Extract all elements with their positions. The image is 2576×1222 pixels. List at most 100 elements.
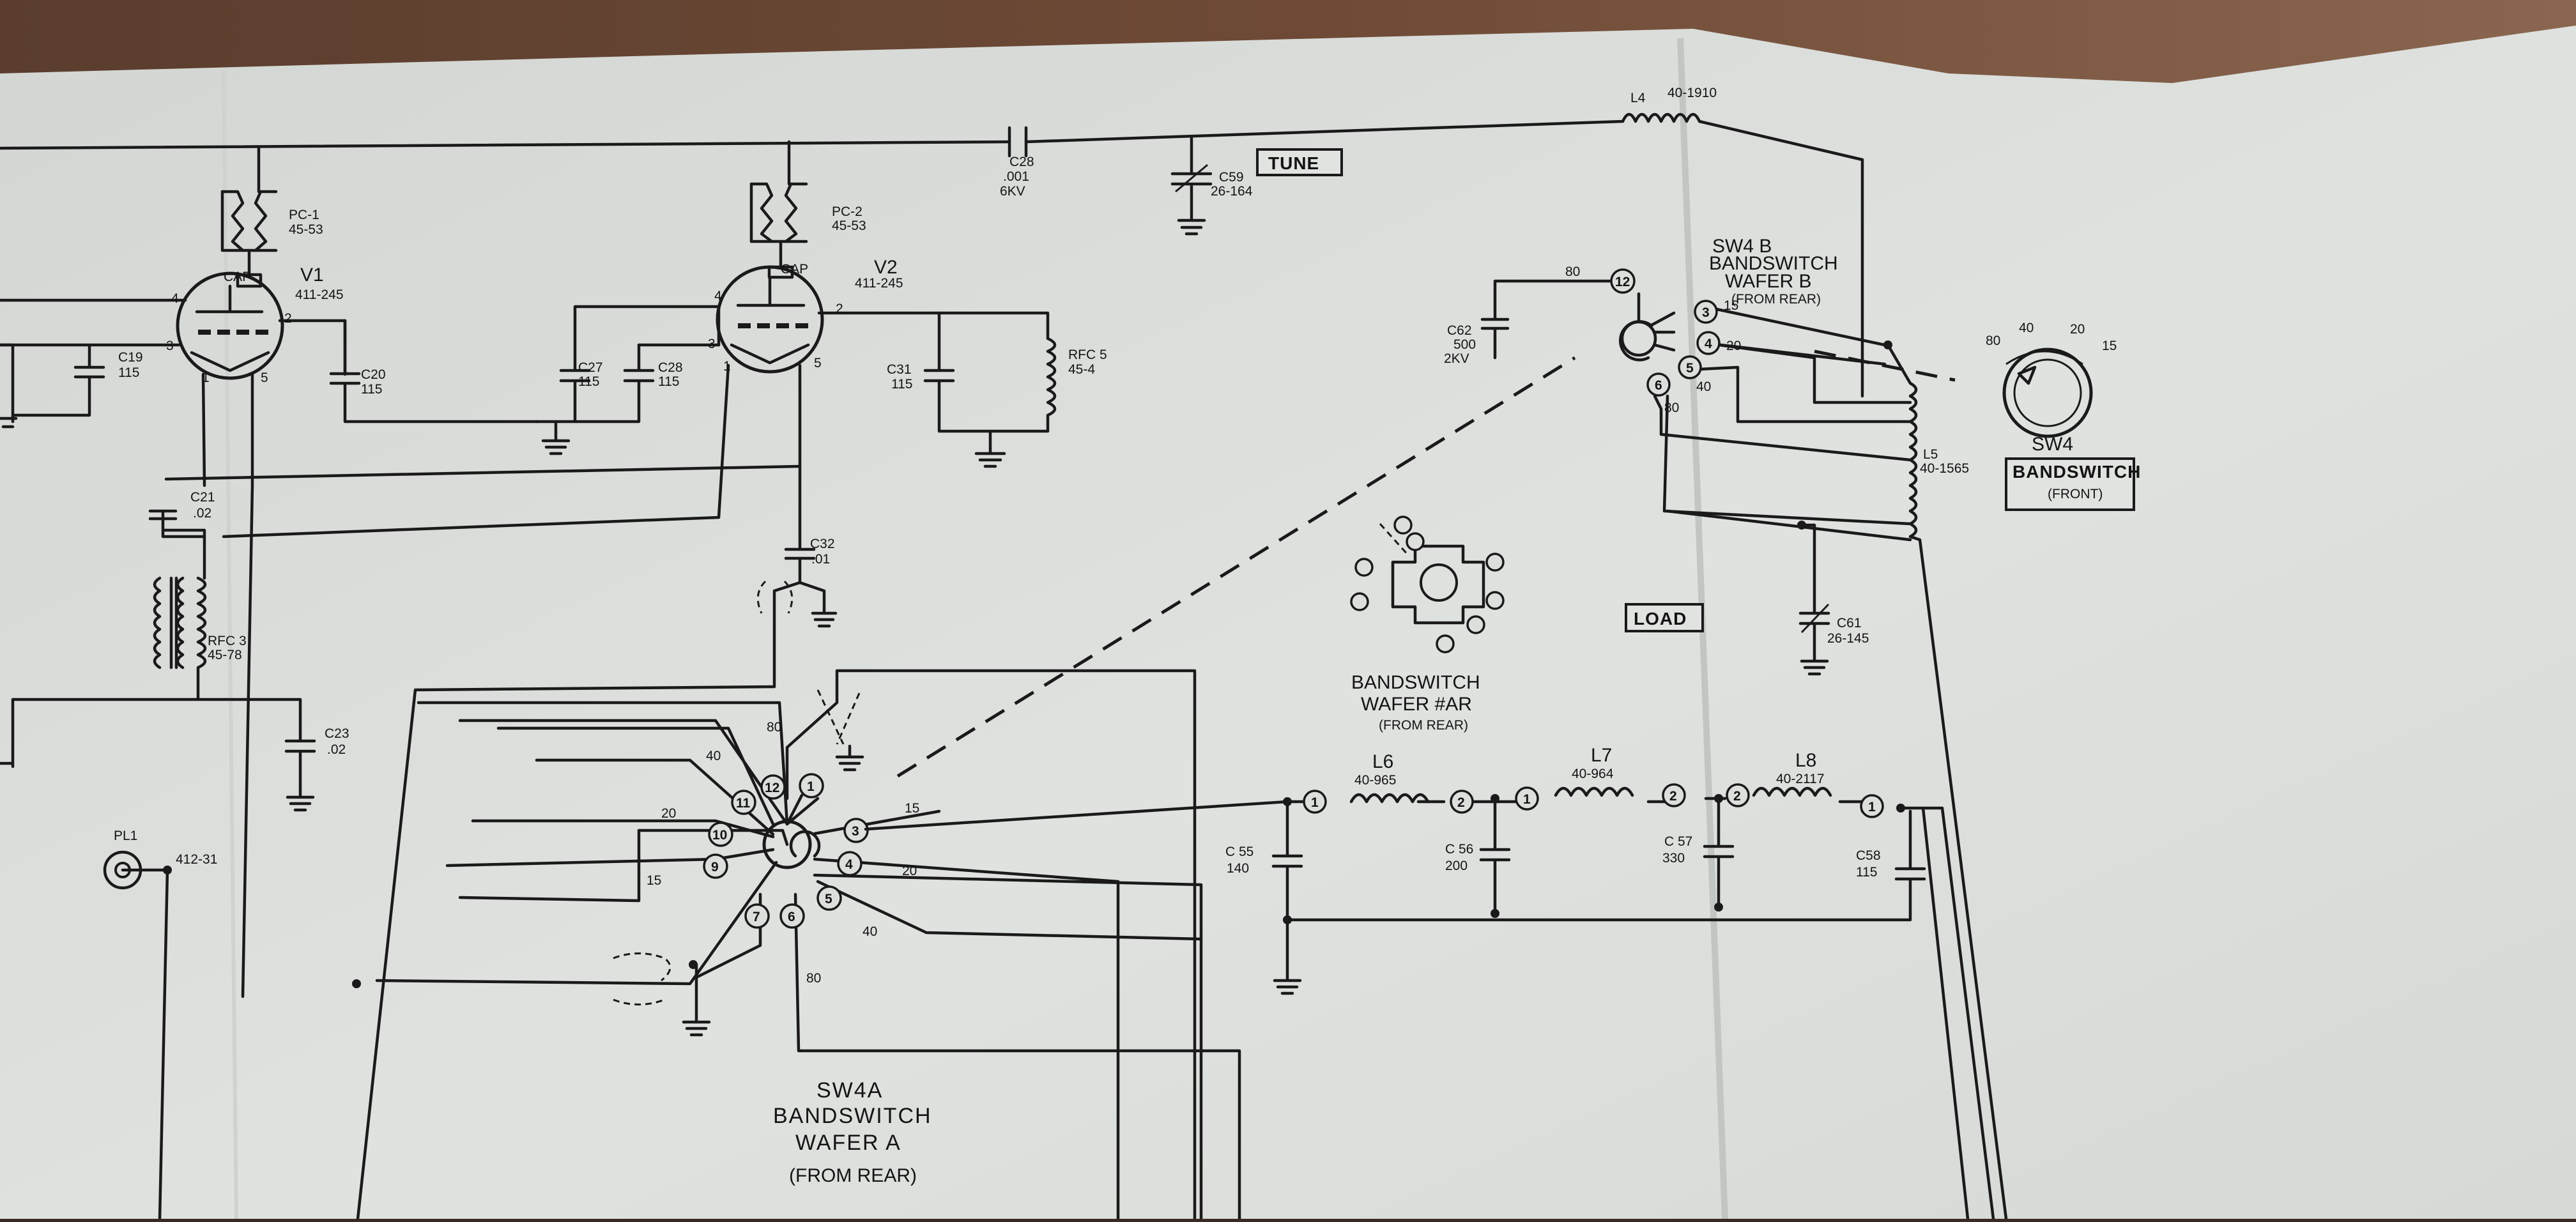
sw4-band-20: 20 — [2070, 322, 2085, 337]
v1-pin-2: 2 — [284, 311, 292, 326]
c59-part: 26-164 — [1211, 184, 1253, 199]
l5-ref: L5 — [1923, 447, 1938, 462]
c19-capacitor — [0, 343, 105, 429]
c20-capacitor — [329, 319, 539, 424]
l7-part: 40-964 — [1572, 767, 1614, 781]
l8-pin-1-num: 1 — [1868, 800, 1876, 814]
v1-ref: V1 — [300, 264, 324, 286]
c20-ref: C20 — [361, 367, 386, 382]
junction-dot — [1896, 804, 1905, 813]
pl1-part: 412-31 — [176, 852, 217, 867]
sw4-band-40: 40 — [2019, 321, 2034, 335]
sw4a-band-40: 40 — [706, 749, 721, 763]
junction-dot — [1714, 903, 1723, 912]
sw4b-pos-12: 12 — [1615, 275, 1630, 289]
v1-part: 411-245 — [295, 287, 344, 302]
sw4b-pin-6 — [1646, 372, 1671, 397]
c55-value: 140 — [1227, 861, 1249, 876]
v2-pin-3: 3 — [708, 337, 716, 351]
v1-pin-3: 3 — [166, 339, 174, 353]
sw4b-pin-3 — [1694, 300, 1718, 324]
c21-rfc3-network — [0, 509, 316, 812]
v1-pin-1: 1 — [202, 370, 210, 385]
c27-ref: C27 — [578, 360, 603, 375]
c56-value: 200 — [1445, 859, 1468, 873]
c32-ref: C32 — [810, 537, 835, 551]
c59-ref: C59 — [1219, 170, 1244, 185]
sw4a-pos-7: 7 — [753, 910, 760, 924]
sw4b-title-line2: BANDSWITCH — [1709, 253, 1838, 274]
sw4a-title-line4: (FROM REAR) — [789, 1165, 917, 1186]
c28-rating: 6KV — [1000, 184, 1025, 199]
pl1-connector — [103, 850, 169, 1221]
l5-tank-coil — [1666, 343, 2008, 1221]
pc2-ref: PC-2 — [832, 204, 862, 219]
sw4a-pin-9 — [703, 853, 728, 879]
sw4a-pos-3: 3 — [852, 824, 859, 839]
junction-dot — [352, 979, 361, 988]
sw4a-pin-10 — [708, 821, 733, 847]
sw4a-pin-12 — [760, 774, 786, 800]
sw4a-pin-5 — [816, 885, 842, 911]
sw4a-pin-4 — [837, 851, 862, 876]
load-label: LOAD — [1634, 609, 1687, 629]
sw4b-band-15: 15 — [1724, 298, 1738, 313]
l7-pin-1-num: 1 — [1523, 792, 1531, 807]
sw4b-wafer — [1480, 279, 1912, 526]
sw4b-band-80: 80 — [1565, 264, 1580, 279]
v1-pin-5: 5 — [261, 370, 268, 385]
c59-tune-capacitor — [1170, 136, 1213, 236]
c62-rating: 2KV — [1444, 351, 1469, 366]
c21-value: .02 — [193, 506, 211, 521]
sw4a-pin-1 — [799, 773, 824, 798]
sw4a-band-15: 15 — [647, 873, 661, 888]
l4-ref: L4 — [1630, 91, 1646, 105]
junction-dot — [1491, 909, 1499, 918]
bandswitch-shaft-link — [896, 356, 1576, 778]
sw4a-pos-4: 4 — [845, 857, 853, 872]
c19-ref: C19 — [118, 350, 143, 365]
c19-value: 115 — [118, 365, 139, 380]
sw4b-band-80-low: 80 — [1664, 401, 1679, 415]
c23-value: .02 — [327, 742, 346, 757]
c23-ref: C23 — [325, 726, 349, 741]
v2-tube — [164, 140, 941, 538]
c31-rfc5-network — [923, 311, 1057, 468]
junction-dot — [689, 960, 698, 969]
sw4a-band-80: 80 — [767, 720, 781, 735]
c62-ref: C62 — [1447, 323, 1472, 338]
sw4a-pos-1: 1 — [807, 779, 815, 794]
l7-ref: L7 — [1591, 745, 1612, 766]
l6-pin-1 — [1303, 790, 1327, 814]
c32-value: .01 — [811, 552, 830, 567]
sw4b-band-40: 40 — [1696, 379, 1711, 394]
hv-rail — [0, 112, 1864, 398]
wafer-ar-line1: BANDSWITCH — [1351, 672, 1480, 693]
c61-load-capacitor — [1798, 523, 1830, 676]
c32-bypass — [356, 464, 838, 1221]
sw4a-band-20: 20 — [661, 806, 676, 821]
l6-pin-2-num: 2 — [1457, 795, 1465, 810]
tune-control-box — [1256, 148, 1343, 176]
interstage-coupling — [535, 305, 721, 455]
sw4a-pos-6: 6 — [788, 910, 795, 924]
sw4-band-80: 80 — [1986, 333, 2000, 348]
rfc5-part: 45-4 — [1068, 362, 1095, 377]
rfc5-ref: RFC 5 — [1068, 348, 1107, 362]
sw4b-pos-5: 5 — [1686, 361, 1694, 376]
sw4a-wafer — [375, 669, 1241, 1221]
l7-pin-1 — [1515, 786, 1539, 811]
pc2-part: 45-53 — [832, 218, 866, 233]
c28b-ref: C28 — [658, 360, 683, 375]
sw4a-title-line3: WAFER A — [795, 1131, 901, 1155]
c28-value: .001 — [1003, 169, 1029, 184]
c28b-value: 115 — [658, 374, 679, 389]
v2-pin-5: 5 — [814, 356, 822, 370]
sw4-front-knob — [2002, 348, 2093, 438]
l8-ref: L8 — [1795, 750, 1816, 771]
pc1-part: 45-53 — [289, 222, 323, 237]
sw4a-pos-10: 10 — [712, 828, 727, 843]
l6-ref: L6 — [1372, 751, 1393, 772]
v2-ref: V2 — [874, 257, 898, 278]
